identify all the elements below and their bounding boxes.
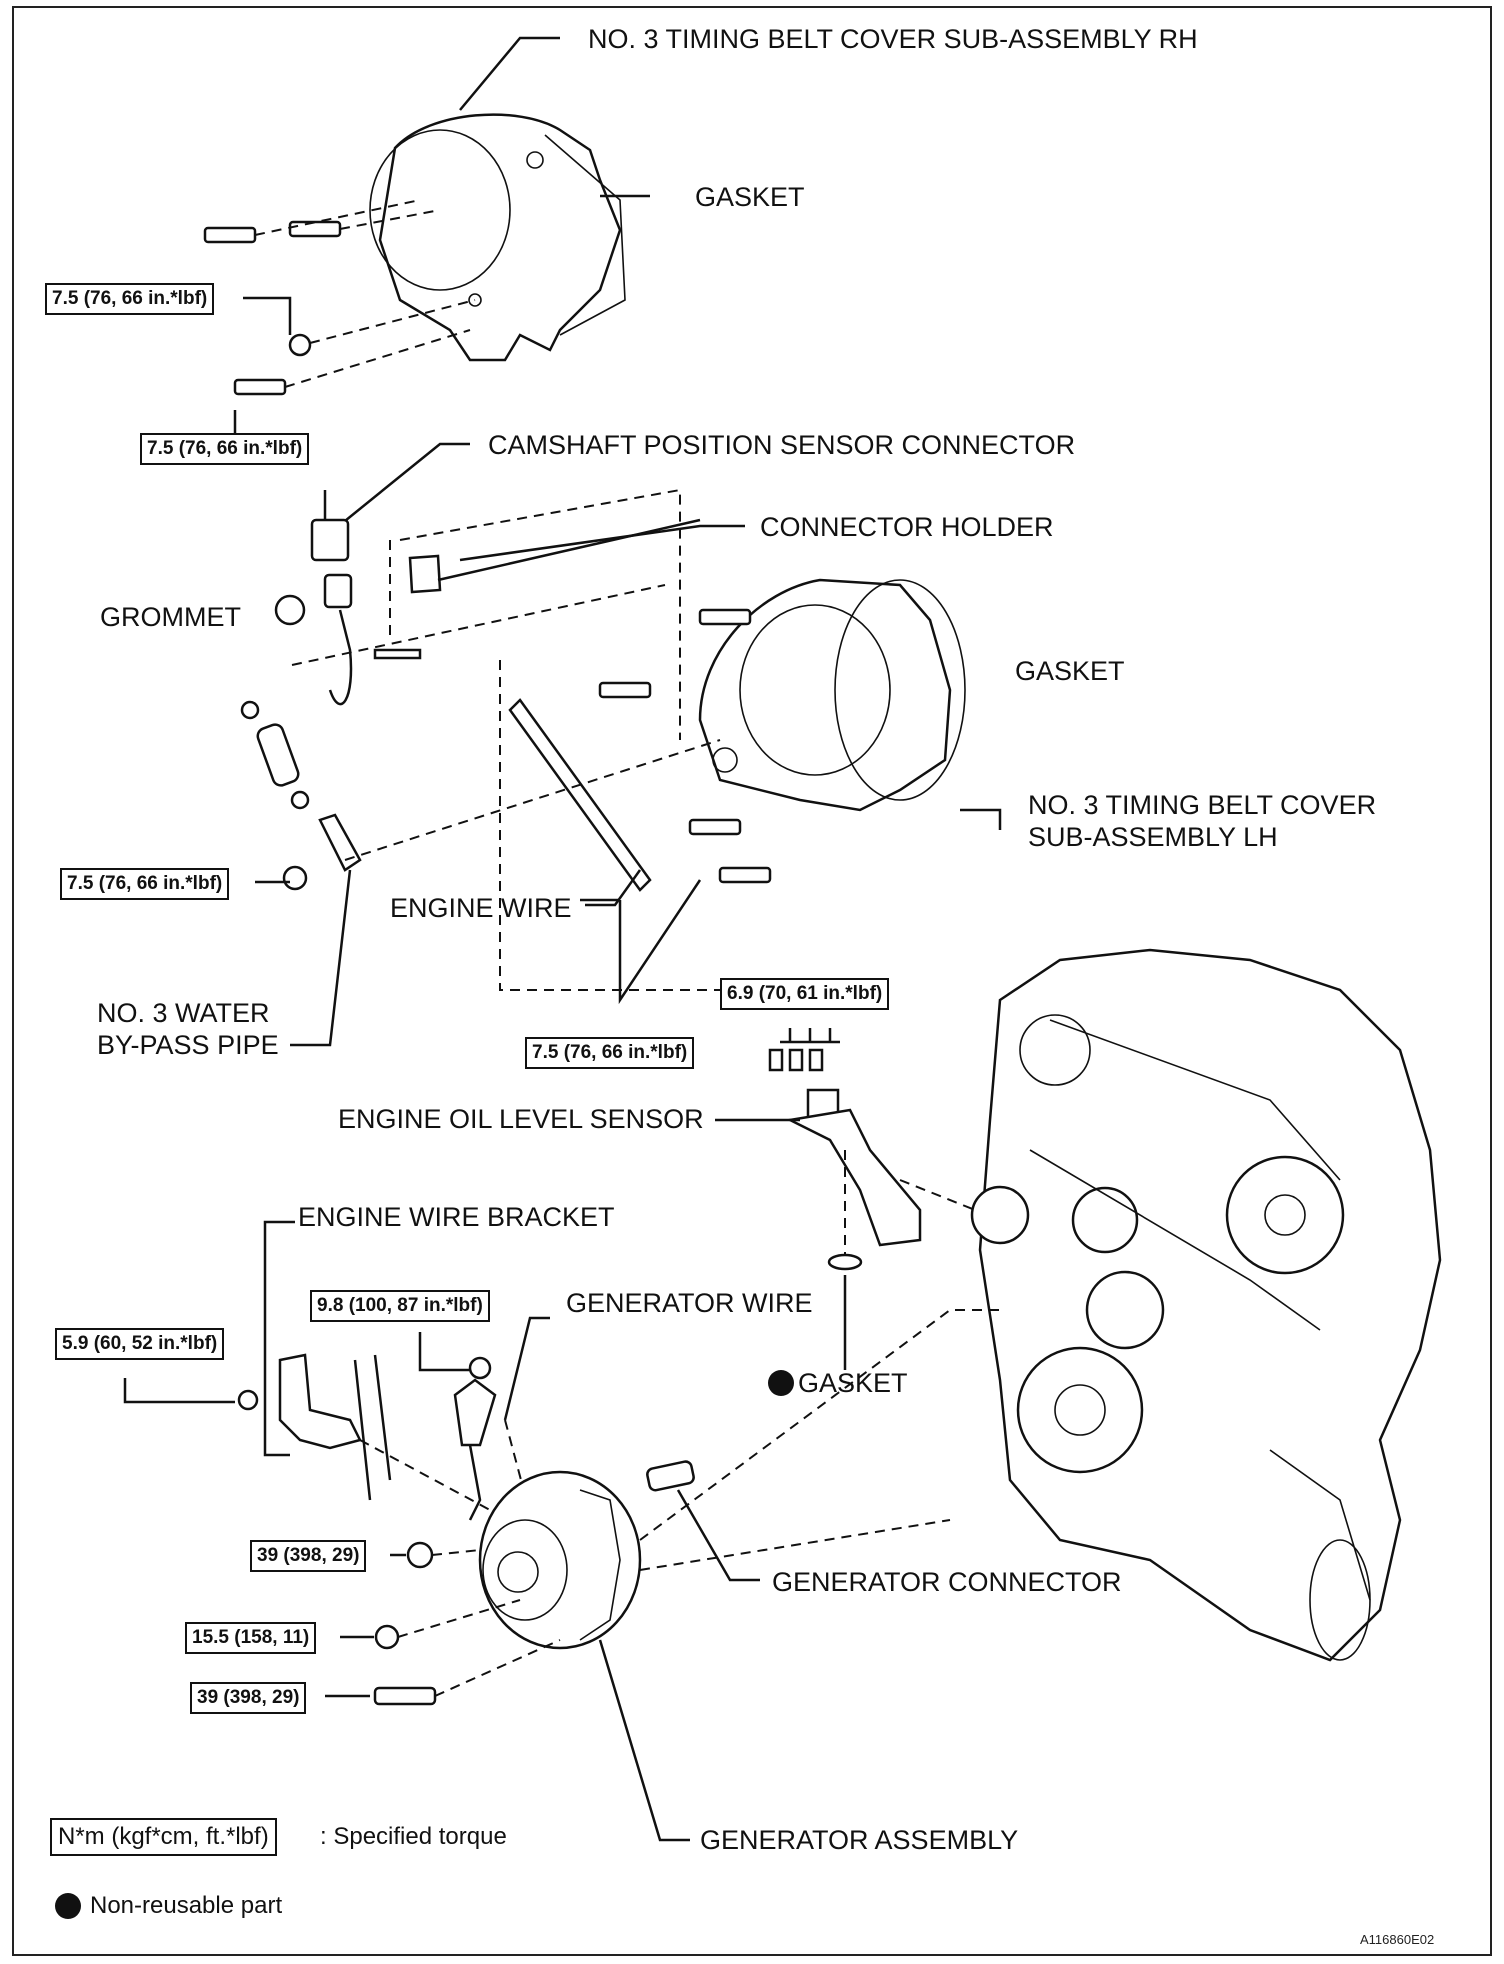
label-wire-bracket: ENGINE WIRE BRACKET — [298, 1202, 615, 1232]
torque-rh-nut: 7.5 (76, 66 in.*lbf) — [45, 283, 215, 315]
figure-frame — [12, 6, 1492, 1956]
lh-timing-belt-cover — [698, 578, 966, 812]
legend-torque-box: N*m (kgf*cm, ft.*lbf) — [50, 1818, 277, 1856]
torque-generator-nut2: 15.5 (158, 11) — [185, 1622, 317, 1654]
torque-lh-bolt: 7.5 (76, 66 in.*lbf) — [525, 1037, 695, 1069]
legend-nonreusable-dot — [55, 1893, 81, 1919]
label-engine-wire: ENGINE WIRE — [390, 893, 572, 923]
label-water-bypass-line2: BY-PASS PIPE — [97, 1030, 279, 1060]
rh-bolts — [203, 220, 342, 396]
label-generator-wire: GENERATOR WIRE — [566, 1288, 813, 1318]
label-generator-connector: GENERATOR CONNECTOR — [772, 1567, 1122, 1597]
torque-pipe-nut: 7.5 (76, 66 in.*lbf) — [60, 868, 230, 900]
torque-wire-bracket: 5.9 (60, 52 in.*lbf) — [55, 1328, 225, 1360]
oil-level-sensor — [768, 1048, 922, 1271]
label-oil-level-sensor: ENGINE OIL LEVEL SENSOR — [338, 1104, 704, 1134]
generator-bolts — [373, 1541, 437, 1706]
torque-sensor: 6.9 (70, 61 in.*lbf) — [720, 978, 890, 1010]
label-gasket-top: GASKET — [695, 182, 805, 212]
legend-nonreusable-text: Non-reusable part — [90, 1892, 283, 1919]
figure-code: A116860E02 — [1360, 1932, 1435, 1947]
label-no3-cover-lh-line1: NO. 3 TIMING BELT COVER — [1028, 790, 1377, 820]
label-grommet: GROMMET — [100, 602, 241, 632]
label-no3-cover-rh: NO. 3 TIMING BELT COVER SUB-ASSEMBLY RH — [588, 24, 1198, 54]
nonreusable-marker — [768, 1370, 794, 1396]
camshaft-sensor-parts — [274, 490, 701, 706]
label-gasket-bottom: GASKET — [798, 1368, 908, 1398]
torque-generator-bolt: 39 (398, 29) — [190, 1682, 307, 1714]
legend-torque-text: : Specified torque — [320, 1823, 507, 1850]
label-no3-cover-lh-line2: SUB-ASSEMBLY LH — [1028, 822, 1278, 852]
engine-wire — [508, 698, 652, 892]
generator-connector — [646, 1460, 695, 1492]
label-water-bypass-line1: NO. 3 WATER — [97, 998, 270, 1028]
label-generator-assembly: GENERATOR ASSEMBLY — [700, 1825, 1019, 1855]
water-bypass-pipe — [240, 700, 362, 891]
label-gasket-mid: GASKET — [1015, 656, 1125, 686]
generator-assembly — [478, 1470, 642, 1650]
lh-bolts — [598, 608, 772, 884]
rh-timing-belt-cover — [369, 113, 626, 362]
torque-generator-nut: 39 (398, 29) — [250, 1540, 367, 1572]
generator-wire — [453, 1356, 497, 1521]
label-camshaft-sensor-connector: CAMSHAFT POSITION SENSOR CONNECTOR — [488, 430, 1076, 460]
label-connector-holder: CONNECTOR HOLDER — [760, 512, 1054, 542]
torque-generator-wire: 9.8 (100, 87 in.*lbf) — [310, 1290, 490, 1322]
torque-rh-bolt: 7.5 (76, 66 in.*lbf) — [140, 433, 310, 465]
engine-block — [970, 948, 1442, 1662]
engine-wire-bracket — [237, 1353, 392, 1501]
